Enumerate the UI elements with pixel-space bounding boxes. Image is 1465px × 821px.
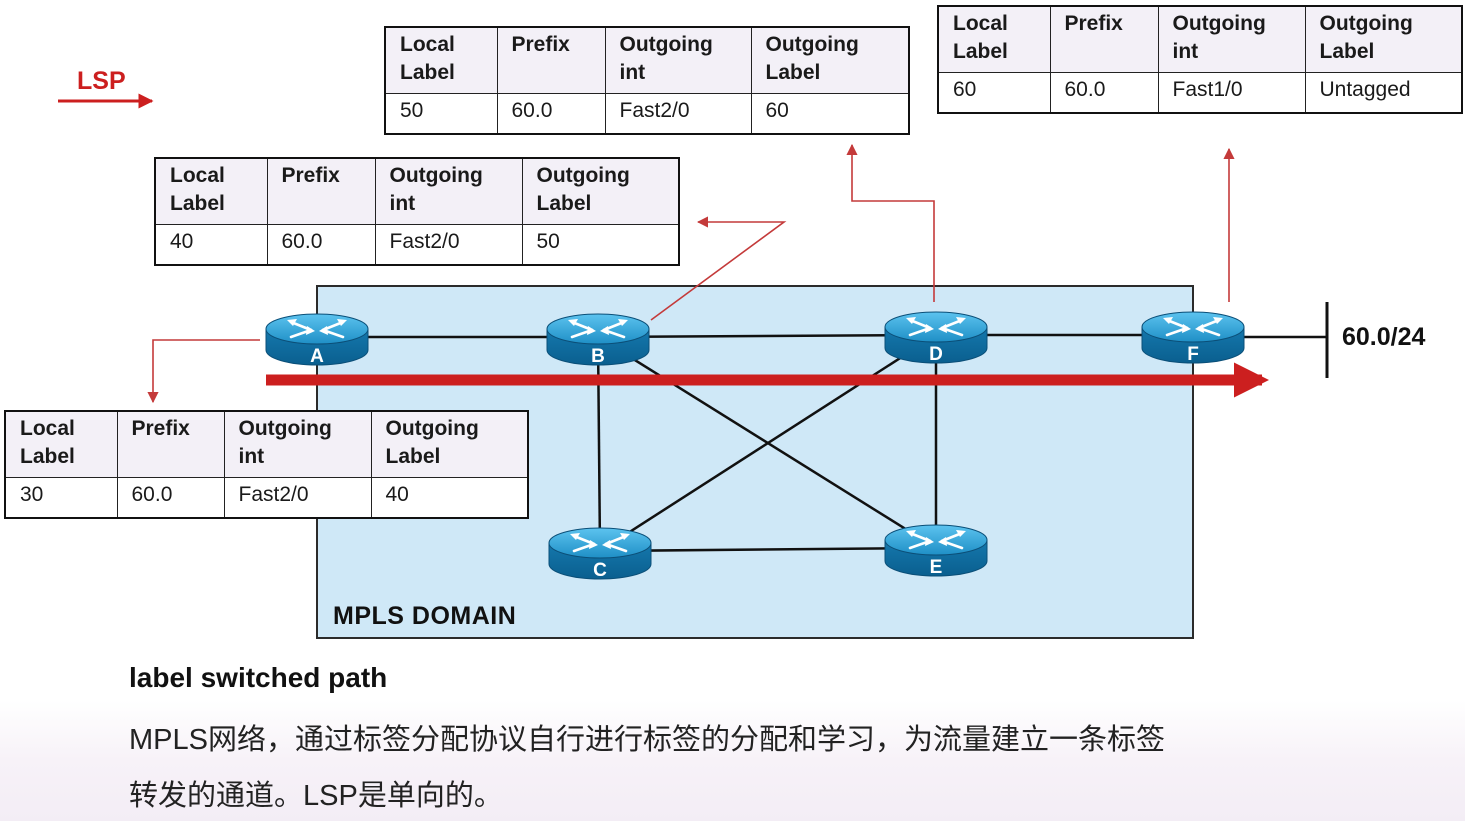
caption-line-2: 转发的通道。LSP是单向的。 [129, 780, 503, 812]
cell-local-label: 50 [384, 93, 498, 135]
router-a[interactable]: A [265, 313, 369, 367]
router-label: C [593, 560, 607, 581]
legend-label: LSP [77, 67, 126, 95]
header-outgoing-label: Outgoing Label [1304, 5, 1463, 73]
header-prefix: Prefix [496, 26, 606, 94]
header-local-label: Local Label [4, 410, 118, 478]
callout-d [846, 143, 935, 302]
cell-outgoing-int: Fast2/0 [223, 477, 372, 519]
cell-local-label: 30 [4, 477, 118, 519]
router-label: F [1187, 344, 1199, 365]
router-d[interactable]: D [884, 311, 988, 365]
lfib-table-b: Local Label Prefix Outgoing int Outgoing… [154, 157, 680, 266]
table-row: 50 60.0 Fast2/0 60 [384, 93, 910, 135]
link-b-d [597, 333, 937, 339]
mpls-domain-label: MPLS DOMAIN [333, 602, 516, 630]
router-label: B [591, 346, 605, 367]
caption-line-1: MPLS网络，通过标签分配协议自行进行标签的分配和学习，为流量建立一条标签 [129, 724, 1165, 756]
callout-a [147, 339, 260, 404]
lfib-table-d: Local Label Prefix Outgoing int Outgoing… [384, 26, 910, 135]
lfib-table-a: Local Label Prefix Outgoing int Outgoing… [4, 410, 529, 519]
router-arrows-icon [906, 317, 966, 337]
table-row: 40 60.0 Fast2/0 50 [154, 224, 680, 266]
header-outgoing-int: Outgoing int [1157, 5, 1306, 73]
cell-prefix: 60.0 [496, 93, 606, 135]
header-outgoing-int: Outgoing int [604, 26, 752, 94]
router-f[interactable]: F [1141, 311, 1245, 365]
header-outgoing-label: Outgoing Label [750, 26, 910, 94]
caption-title: label switched path [129, 662, 388, 693]
cell-outgoing-int: Fast1/0 [1157, 72, 1306, 114]
cell-prefix: 60.0 [116, 477, 225, 519]
router-arrows-icon [570, 533, 630, 553]
table-row: 30 60.0 Fast2/0 40 [4, 477, 529, 519]
lfib-table-f: Local Label Prefix Outgoing int Outgoing… [937, 5, 1463, 114]
cell-outgoing-label: 60 [750, 93, 910, 135]
cell-outgoing-label: 40 [370, 477, 529, 519]
cell-local-label: 40 [154, 224, 268, 266]
cell-prefix: 60.0 [266, 224, 376, 266]
header-prefix: Prefix [266, 157, 376, 225]
cell-outgoing-int: Fast2/0 [374, 224, 523, 266]
routers: A B C D E F [265, 311, 1245, 581]
table-row: 60 60.0 Fast1/0 Untagged [937, 72, 1463, 114]
header-local-label: Local Label [384, 26, 498, 94]
cell-outgoing-label: 50 [521, 224, 680, 266]
router-b[interactable]: B [546, 313, 650, 367]
link-c-e [599, 546, 937, 553]
router-label: E [930, 557, 943, 578]
router-label: D [929, 344, 943, 365]
header-outgoing-label: Outgoing Label [521, 157, 680, 225]
header-outgoing-label: Outgoing Label [370, 410, 529, 478]
cell-outgoing-int: Fast2/0 [604, 93, 752, 135]
header-local-label: Local Label [937, 5, 1051, 73]
cell-local-label: 60 [937, 72, 1051, 114]
link-b-c [596, 336, 602, 552]
router-arrows-icon [287, 319, 347, 339]
header-local-label: Local Label [154, 157, 268, 225]
callout-b [650, 216, 787, 321]
destination-network-label: 60.0/24 [1342, 323, 1426, 351]
header-outgoing-int: Outgoing int [223, 410, 372, 478]
header-prefix: Prefix [1049, 5, 1159, 73]
header-prefix: Prefix [116, 410, 225, 478]
router-e[interactable]: E [884, 524, 988, 578]
cell-prefix: 60.0 [1049, 72, 1159, 114]
router-arrows-icon [568, 319, 628, 339]
cell-outgoing-label: Untagged [1304, 72, 1463, 114]
header-outgoing-int: Outgoing int [374, 157, 523, 225]
router-c[interactable]: C [548, 527, 652, 581]
router-arrows-icon [1163, 317, 1223, 337]
router-label: A [310, 346, 324, 367]
link-d-c [599, 333, 937, 553]
router-arrows-icon [906, 530, 966, 550]
